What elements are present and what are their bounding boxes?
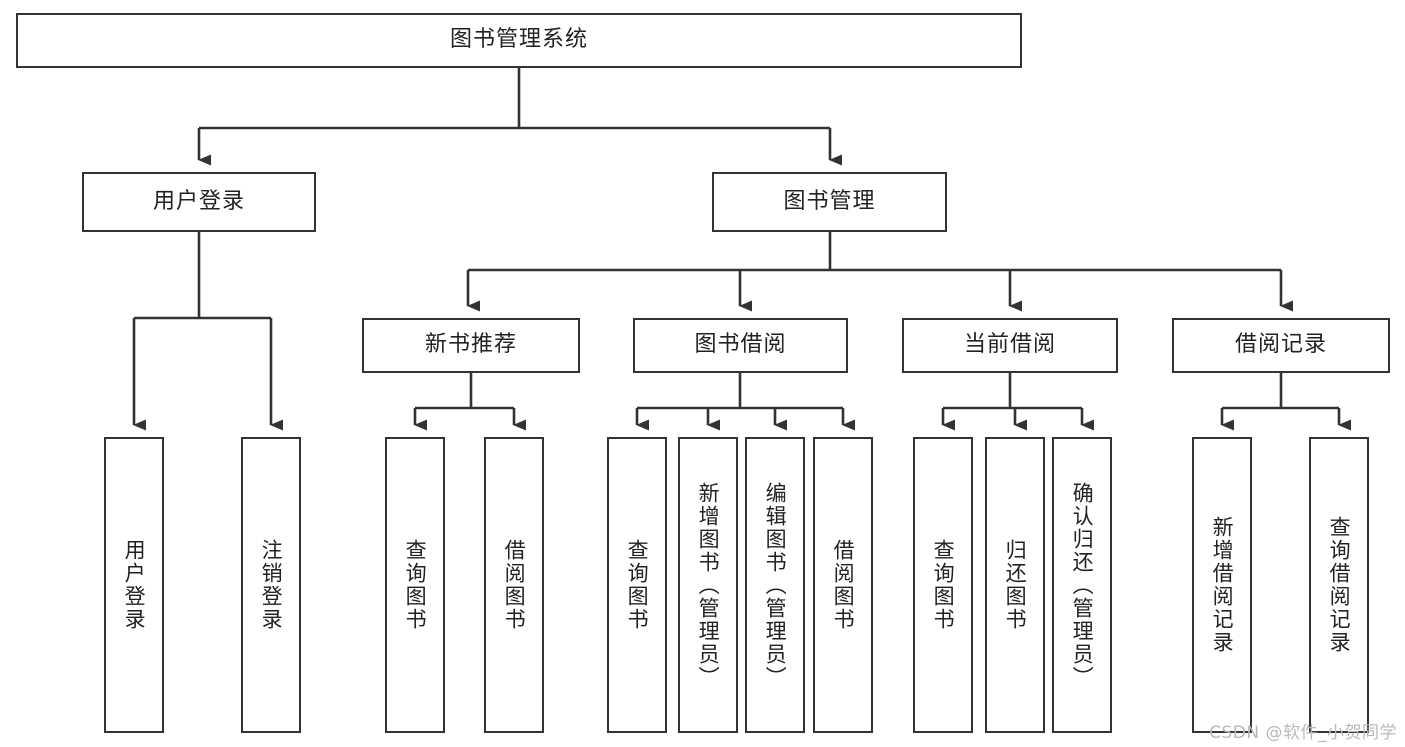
leaf-query-book-borrow-label: 查询图书	[625, 539, 650, 631]
node-root-label: 图书管理系统	[449, 27, 588, 53]
leaf-borrow-book[interactable]: 借阅图书	[813, 437, 873, 733]
leaf-user-login-label: 用户登录	[122, 539, 147, 631]
leaf-query-book-borrow[interactable]: 查询图书	[607, 437, 667, 733]
node-user-login[interactable]: 用户登录	[82, 172, 316, 232]
leaf-query-borrow-record[interactable]: 查询借阅记录	[1309, 437, 1369, 733]
leaf-borrow-book-recommend[interactable]: 借阅图书	[484, 437, 544, 733]
node-book-management-label: 图书管理	[783, 188, 876, 214]
node-borrow-records[interactable]: 借阅记录	[1172, 318, 1390, 373]
leaf-confirm-return-admin-label: 确认归还（管理员）	[1070, 481, 1095, 689]
leaf-borrow-book-label: 借阅图书	[831, 539, 856, 631]
leaf-edit-book-admin[interactable]: 编辑图书（管理员）	[745, 437, 805, 733]
node-root[interactable]: 图书管理系统	[16, 13, 1022, 68]
leaf-query-book-recommend[interactable]: 查询图书	[385, 437, 445, 733]
leaf-user-logout[interactable]: 注销登录	[241, 437, 301, 733]
leaf-return-book-label: 归还图书	[1003, 539, 1028, 631]
node-book-management[interactable]: 图书管理	[712, 172, 947, 232]
leaf-add-borrow-record-label: 新增借阅记录	[1210, 516, 1235, 654]
leaf-confirm-return-admin[interactable]: 确认归还（管理员）	[1052, 437, 1112, 733]
leaf-add-book-admin[interactable]: 新增图书（管理员）	[678, 437, 738, 733]
node-current-borrow-label: 当前借阅	[963, 332, 1056, 358]
leaf-query-book-current[interactable]: 查询图书	[913, 437, 973, 733]
leaf-user-login[interactable]: 用户登录	[104, 437, 164, 733]
leaf-add-borrow-record[interactable]: 新增借阅记录	[1192, 437, 1252, 733]
watermark-text: CSDN @软件_小贺同学	[1209, 723, 1397, 743]
node-user-login-label: 用户登录	[152, 188, 245, 214]
leaf-query-book-current-label: 查询图书	[931, 539, 956, 631]
leaf-add-book-admin-label: 新增图书（管理员）	[696, 481, 721, 689]
leaf-edit-book-admin-label: 编辑图书（管理员）	[763, 481, 788, 689]
leaf-borrow-book-recommend-label: 借阅图书	[502, 539, 527, 631]
leaf-user-logout-label: 注销登录	[259, 539, 284, 631]
node-book-borrow[interactable]: 图书借阅	[633, 318, 848, 373]
node-new-book-recommend-label: 新书推荐	[424, 332, 517, 358]
leaf-query-book-recommend-label: 查询图书	[403, 539, 428, 631]
node-new-book-recommend[interactable]: 新书推荐	[362, 318, 580, 373]
leaf-query-borrow-record-label: 查询借阅记录	[1327, 516, 1352, 654]
node-book-borrow-label: 图书借阅	[694, 332, 787, 358]
leaf-return-book[interactable]: 归还图书	[985, 437, 1045, 733]
node-borrow-records-label: 借阅记录	[1234, 332, 1327, 358]
node-current-borrow[interactable]: 当前借阅	[902, 318, 1118, 373]
